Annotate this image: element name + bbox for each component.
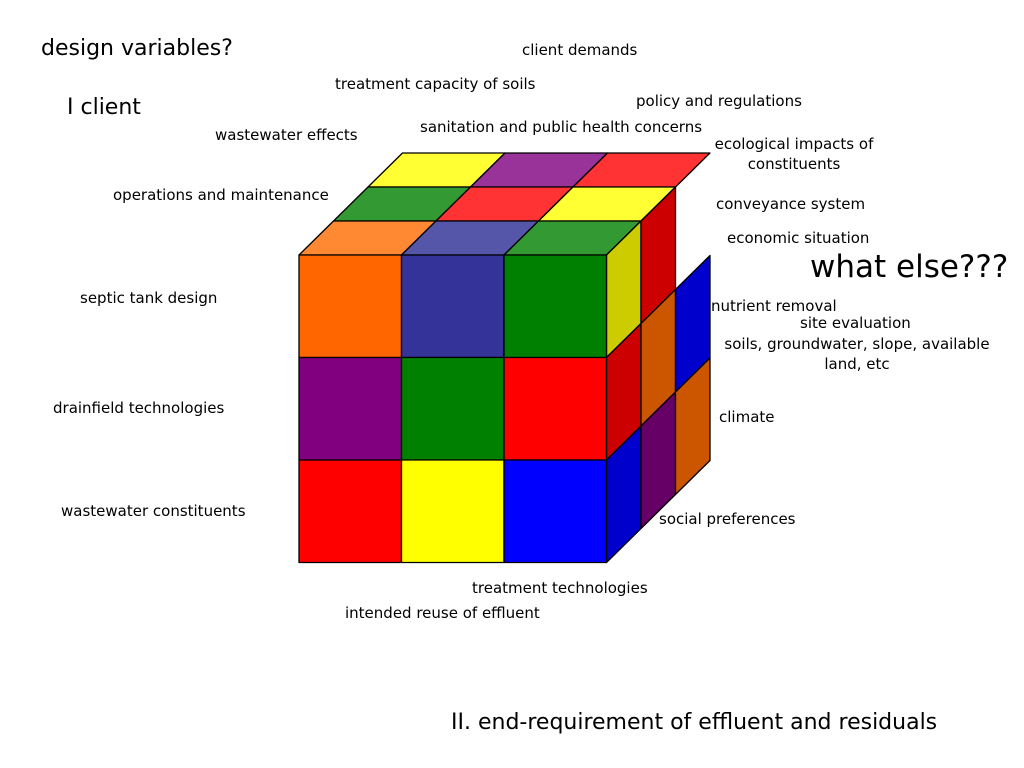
cube-front-cell	[400, 459, 505, 564]
end-requirement-heading: II. end-requirement of effluent and resi…	[451, 710, 937, 735]
what-else-heading: what else???	[810, 249, 1008, 285]
design-variables-heading: design variables?	[41, 36, 233, 61]
label-drainfield-technologies: drainfield technologies	[53, 399, 224, 417]
cube-front-cell	[298, 254, 403, 359]
label-economic-situation: economic situation	[727, 229, 869, 247]
label-septic-tank-design: septic tank design	[80, 289, 217, 307]
label-wastewater-constituents: wastewater constituents	[61, 502, 246, 520]
label-treatment-technologies: treatment technologies	[472, 579, 648, 597]
client-heading: I client	[67, 95, 141, 120]
label-site-evaluation: site evaluation	[800, 314, 911, 332]
label-policy-and-regulations: policy and regulations	[636, 92, 802, 110]
label-intended-reuse: intended reuse of effluent	[345, 604, 540, 622]
label-nutrient-removal: nutrient removal	[711, 297, 837, 315]
label-wastewater-effects: wastewater effects	[215, 126, 358, 144]
label-climate: climate	[719, 408, 775, 426]
label-soils-line1: soils, groundwater, slope, available	[724, 335, 989, 353]
cube-front-cell	[503, 254, 608, 359]
cube-front-cell	[298, 459, 403, 564]
label-treatment-capacity-of-soils: treatment capacity of soils	[335, 75, 536, 93]
cube-front-cell	[400, 356, 505, 461]
label-ecological-impacts-line2: constituents	[748, 155, 841, 173]
label-soils-line2: land, etc	[824, 355, 889, 373]
cube-front-cell	[503, 356, 608, 461]
label-conveyance-system: conveyance system	[716, 195, 865, 213]
label-sanitation-and-public-health: sanitation and public health concerns	[420, 118, 702, 136]
cube-side-cell	[674, 357, 711, 496]
label-ecological-impacts-line1: ecological impacts of	[715, 135, 874, 153]
cube-front-cell	[400, 254, 505, 359]
label-client-demands: client demands	[522, 41, 638, 59]
cube-front-cell	[298, 356, 403, 461]
label-social-preferences: social preferences	[659, 510, 796, 528]
label-operations-and-maintenance: operations and maintenance	[113, 186, 329, 204]
rubiks-cube	[298, 152, 711, 564]
cube-front-cell	[503, 459, 608, 564]
